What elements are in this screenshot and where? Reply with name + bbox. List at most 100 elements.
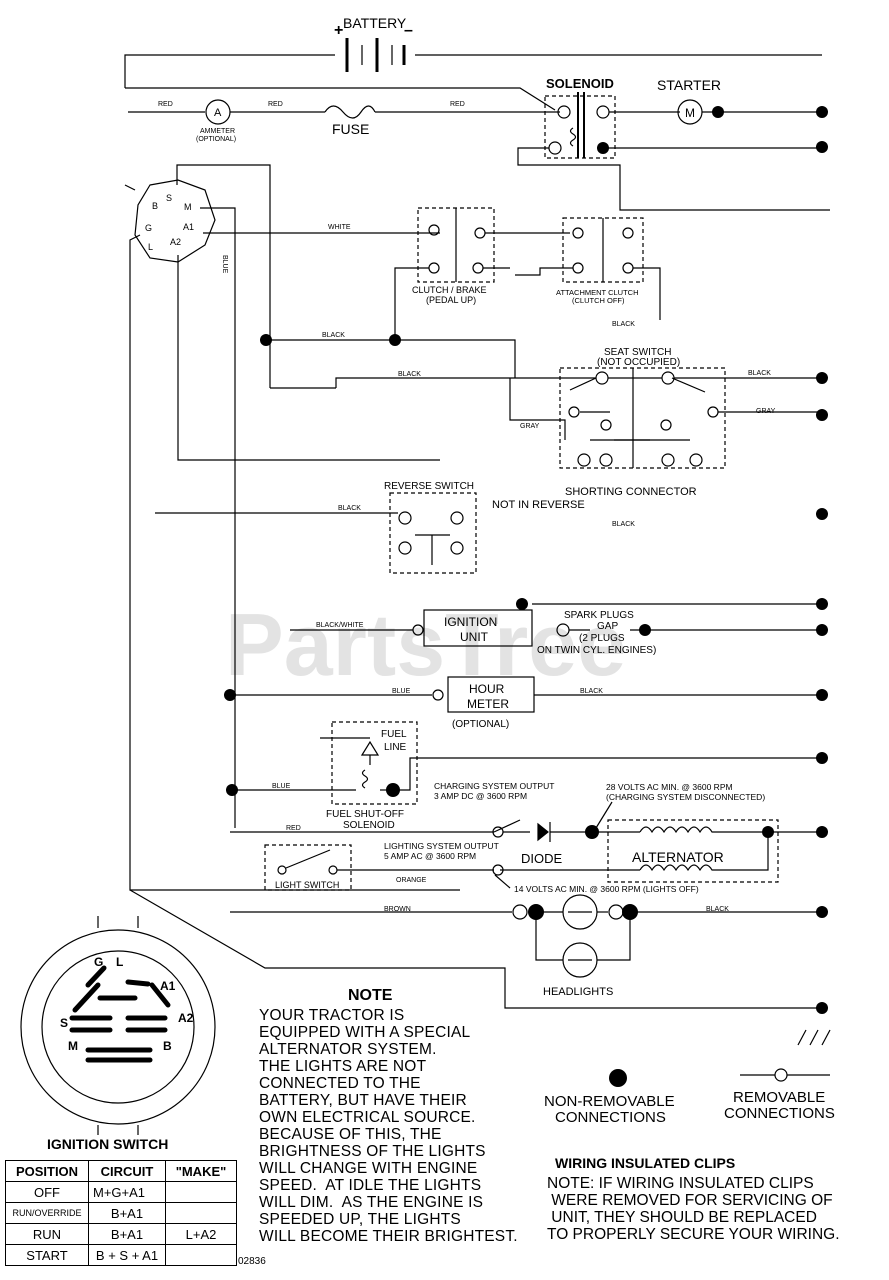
shorting-connector-label: SHORTING CONNECTOR	[565, 486, 697, 498]
wire-black: BLACK	[580, 688, 603, 695]
charging-output-value: 3 AMP DC @ 3600 RPM	[434, 791, 527, 801]
fuel-line-label: LINE	[384, 742, 407, 753]
table-cell: OFF	[5, 1181, 89, 1203]
ammeter-optional: (OPTIONAL)	[196, 136, 236, 143]
terminal-m: M	[184, 202, 192, 212]
volts-14-label: 14 VOLTS AC MIN. @ 3600 RPM (LIGHTS OFF)	[514, 884, 699, 894]
spark-twin-cyl: ON TWIN CYL. ENGINES)	[537, 645, 656, 656]
wire-white: WHITE	[328, 224, 351, 231]
table-cell: START	[5, 1244, 89, 1266]
spark-plugs-label: SPARK PLUGS	[564, 610, 634, 621]
wire-red: RED	[268, 101, 283, 108]
switch-a1: A1	[160, 979, 176, 993]
fuel-label: FUEL	[381, 729, 407, 740]
hour-meter-label: METER	[467, 697, 509, 711]
wire-gray: GRAY	[756, 408, 776, 415]
wire-black: BLACK	[398, 371, 421, 378]
table-cell: L+A2	[165, 1223, 237, 1245]
nonremovable-label: NON-REMOVABLE	[544, 1093, 675, 1110]
fuel-solenoid-label: SOLENOID	[343, 820, 395, 831]
not-in-reverse-label: NOT IN REVERSE	[492, 499, 585, 511]
diode-label: DIODE	[521, 851, 563, 866]
table-cell: M+G+A1	[88, 1181, 166, 1203]
note-title: NOTE	[348, 987, 393, 1004]
terminal-s: S	[166, 193, 172, 203]
motor-label: M	[685, 106, 695, 120]
fuse-label: FUSE	[332, 121, 369, 137]
wire-black: BLACK	[612, 321, 635, 328]
spark-plugs-count: (2 PLUGS	[579, 633, 625, 644]
clips-title: WIRING INSULATED CLIPS	[555, 1155, 735, 1171]
table-row: START B + S + A1	[5, 1244, 237, 1266]
ignition-unit-label: IGNITION	[444, 615, 497, 629]
lighting-output-value: 5 AMP AC @ 3600 RPM	[384, 851, 476, 861]
note-text: YOUR TRACTOR IS EQUIPPED WITH A SPECIAL …	[259, 1007, 518, 1245]
table-row: OFF M+G+A1	[5, 1181, 237, 1203]
wire-black: BLACK	[338, 505, 361, 512]
spark-gap-label: GAP	[597, 621, 618, 632]
svg-text:+: +	[334, 22, 343, 39]
column-header: CIRCUIT	[88, 1160, 166, 1182]
removable-label: CONNECTIONS	[724, 1105, 835, 1122]
column-header: "MAKE"	[165, 1160, 237, 1182]
alternator-label: ALTERNATOR	[632, 849, 724, 865]
pedal-up-label: (PEDAL UP)	[426, 295, 476, 305]
table-row: RUN/OVERRIDE B+A1	[5, 1202, 237, 1224]
removable-label: REMOVABLE	[733, 1089, 825, 1106]
clutch-off-label: (CLUTCH OFF)	[572, 296, 625, 305]
wire-black: BLACK	[322, 332, 345, 339]
ammeter-symbol: A	[214, 107, 222, 119]
table-cell: B+A1	[88, 1202, 166, 1224]
watermark: PartsTree	[225, 595, 626, 694]
terminal-l: L	[148, 242, 153, 252]
ignition-unit-label: UNIT	[460, 630, 489, 644]
wire-blue: BLUE	[392, 688, 411, 695]
column-header: POSITION	[5, 1160, 89, 1182]
lighting-output-label: LIGHTING SYSTEM OUTPUT	[384, 841, 499, 851]
clips-note-text: NOTE: IF WIRING INSULATED CLIPS WERE REM…	[547, 1175, 840, 1243]
drawing-number: 02836	[238, 1256, 266, 1267]
volts-28-label: 28 VOLTS AC MIN. @ 3600 RPM	[606, 782, 733, 792]
wire-red: RED	[286, 825, 301, 832]
wire-orange: ORANGE	[396, 877, 427, 884]
switch-b: B	[163, 1039, 172, 1053]
nonremovable-label: CONNECTIONS	[555, 1109, 666, 1126]
seat-switch-label: SEAT SWITCH	[604, 347, 671, 358]
wire-red: RED	[158, 101, 173, 108]
wire-black: BLACK	[706, 906, 729, 913]
terminal-b: B	[152, 201, 158, 211]
table-cell: RUN	[5, 1223, 89, 1245]
switch-s: S	[60, 1016, 68, 1030]
wire-gray: GRAY	[520, 423, 540, 430]
not-occupied-label: (NOT OCCUPIED)	[597, 357, 680, 368]
table-cell: B + S + A1	[88, 1244, 166, 1266]
table-cell	[165, 1181, 237, 1203]
terminal-g: G	[145, 223, 152, 233]
light-switch-label: LIGHT SWITCH	[275, 880, 339, 890]
table-cell: RUN/OVERRIDE	[5, 1202, 89, 1224]
hour-meter-label: HOUR	[469, 682, 505, 696]
wire-black: BLACK	[612, 521, 635, 528]
switch-a2: A2	[178, 1011, 194, 1025]
charging-output-label: CHARGING SYSTEM OUTPUT	[434, 781, 554, 791]
clutch-brake-label: CLUTCH / BRAKE	[412, 285, 487, 295]
wire-blue: BLUE	[221, 255, 228, 274]
wire-black-white: BLACK/WHITE	[316, 622, 364, 629]
ammeter-label: AMMETER	[200, 128, 235, 135]
battery-label: BATTERY	[343, 15, 407, 31]
ignition-switch-label: IGNITION SWITCH	[47, 1136, 168, 1152]
terminal-a2: A2	[170, 237, 181, 247]
reverse-switch-label: REVERSE SWITCH	[384, 481, 474, 492]
switch-g: G	[94, 955, 103, 969]
wire-red: RED	[450, 101, 465, 108]
ignition-switch-table: POSITION CIRCUIT "MAKE" OFF M+G+A1 RUN/O…	[5, 1160, 237, 1266]
switch-l: L	[116, 955, 123, 969]
attachment-clutch-label: ATTACHMENT CLUTCH	[556, 288, 639, 297]
terminal-a1: A1	[183, 222, 194, 232]
switch-m: M	[68, 1039, 78, 1053]
headlights-label: HEADLIGHTS	[543, 986, 613, 998]
solenoid-label: SOLENOID	[546, 76, 614, 91]
table-row: RUN B+A1 L+A2	[5, 1223, 237, 1245]
wire-brown: BROWN	[384, 906, 411, 913]
